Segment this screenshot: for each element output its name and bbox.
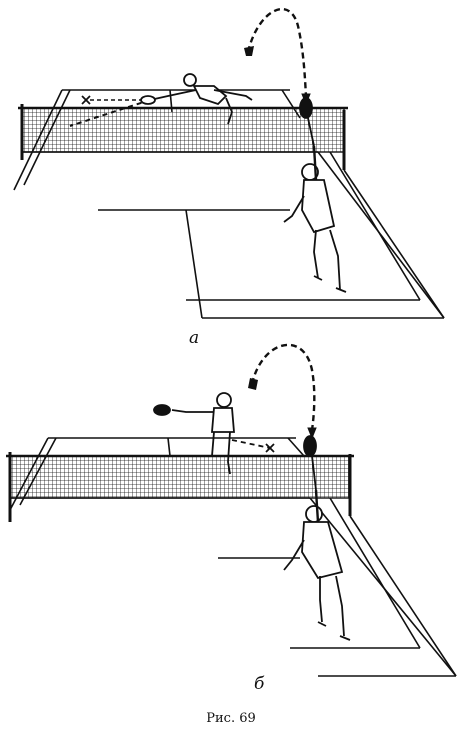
panel-a-label: а — [189, 328, 200, 348]
panel-b-near-player — [284, 436, 350, 640]
panel-a-court — [14, 90, 444, 318]
panel-a-far-player — [141, 74, 252, 124]
landing-mark-icon — [266, 444, 274, 452]
shuttlecock-icon — [248, 378, 258, 390]
panel-b-shuttle-trajectory — [232, 345, 316, 448]
landing-mark-icon — [82, 96, 90, 104]
panel-b-label: б — [254, 674, 265, 694]
shuttlecock-icon — [244, 46, 254, 56]
panel-a-near-player — [284, 98, 346, 292]
panel-b-net — [9, 455, 351, 499]
panel-a-net — [21, 107, 345, 153]
panel-b-court — [6, 438, 456, 676]
figure-caption: Рис. 69 — [206, 711, 256, 726]
panel-b-far-player — [154, 393, 234, 474]
